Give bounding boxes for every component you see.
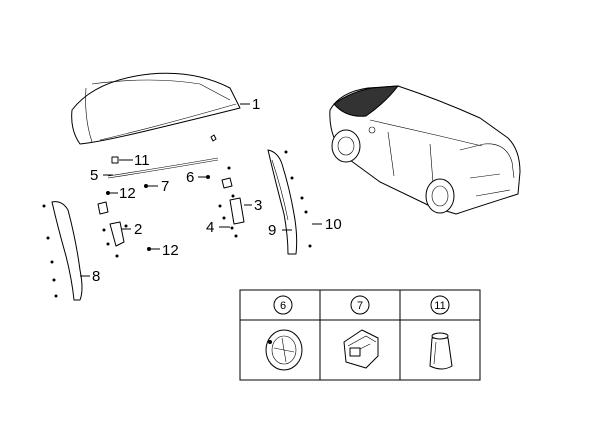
callout-9: 9 (268, 222, 276, 239)
callout-3: 3 (254, 197, 262, 214)
vehicle-illustration (329, 85, 521, 215)
callout-12-lower: 12 (162, 242, 179, 259)
detail-header-7: 7 (357, 300, 363, 312)
callout-7: 7 (161, 178, 169, 195)
right-hinge (218, 177, 245, 238)
detail-header-11: 11 (434, 300, 445, 312)
callout-4: 4 (206, 219, 214, 236)
detail-table: 6 7 11 (239, 289, 481, 381)
detail-header-6: 6 (280, 300, 286, 312)
callout-10: 10 (325, 216, 342, 233)
hood-panel (71, 72, 241, 145)
callout-12-upper: 12 (119, 185, 136, 202)
callout-6: 6 (186, 169, 194, 186)
grommet-detail (265, 329, 303, 371)
clip-detail (343, 329, 379, 369)
right-fender-liner (267, 149, 312, 255)
left-hinge (97, 201, 128, 258)
callout-11: 11 (134, 152, 150, 169)
callout-1: 1 (252, 96, 260, 113)
left-fender-liner (42, 201, 83, 301)
hood-support-rod (107, 156, 219, 179)
fastener-dots (106, 166, 235, 251)
callout-5: 5 (90, 167, 98, 184)
cap-detail (429, 332, 453, 370)
callout-8: 8 (92, 268, 100, 285)
callout-2: 2 (134, 221, 142, 238)
